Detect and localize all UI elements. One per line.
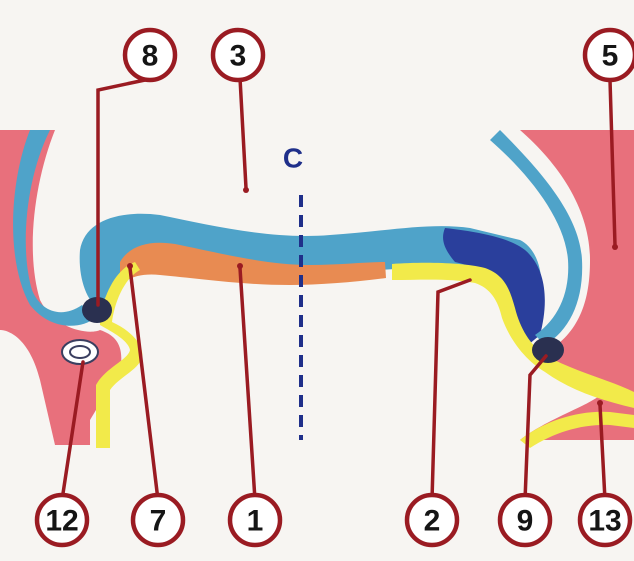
leader-2 <box>430 278 472 502</box>
leader-13 <box>598 403 607 502</box>
leader-7-dot <box>127 263 133 269</box>
duct-inner <box>69 345 91 359</box>
junction-node-right <box>532 337 564 363</box>
svg-text:12: 12 <box>45 505 78 538</box>
leader-lines <box>60 76 618 502</box>
svg-text:7: 7 <box>150 505 167 538</box>
left-tissue <box>0 130 122 445</box>
svg-text:8: 8 <box>142 40 159 73</box>
label-2: 2 <box>404 492 460 548</box>
label-7: 7 <box>130 492 186 548</box>
upper-blue-band <box>79 213 542 345</box>
leader-5 <box>608 78 617 247</box>
right-blue-wall <box>490 130 583 345</box>
leader-3 <box>238 76 248 190</box>
duct-outer <box>61 339 99 365</box>
right-tissue <box>520 130 634 440</box>
leader-1-dot <box>237 263 243 269</box>
leader-5-dot <box>612 244 618 250</box>
junction-node-left <box>82 297 112 323</box>
leader-1 <box>238 266 257 502</box>
svg-text:2: 2 <box>424 505 441 538</box>
svg-text:9: 9 <box>517 505 534 538</box>
svg-text:13: 13 <box>588 505 621 538</box>
section-line-label: C <box>283 143 303 174</box>
label-1: 1 <box>227 492 283 548</box>
dark-blue-segment <box>443 228 545 345</box>
label-9: 9 <box>497 492 553 548</box>
leader-7 <box>128 266 160 502</box>
yellow-layer-bottom-right <box>520 411 634 448</box>
leader-9 <box>523 354 548 502</box>
svg-text:5: 5 <box>602 40 619 73</box>
svg-text:1: 1 <box>247 505 264 538</box>
label-8: 8 <box>122 27 178 83</box>
svg-text:3: 3 <box>230 40 247 73</box>
label-3: 3 <box>210 27 266 83</box>
label-13: 13 <box>577 492 633 548</box>
orange-layer <box>120 242 386 285</box>
label-5: 5 <box>582 27 634 83</box>
leader-8 <box>96 78 147 307</box>
label-12: 12 <box>34 492 90 548</box>
yellow-layer-right <box>392 262 634 408</box>
leader-3-dot <box>243 187 249 193</box>
leader-12 <box>60 360 85 502</box>
leader-13-dot <box>597 400 603 406</box>
